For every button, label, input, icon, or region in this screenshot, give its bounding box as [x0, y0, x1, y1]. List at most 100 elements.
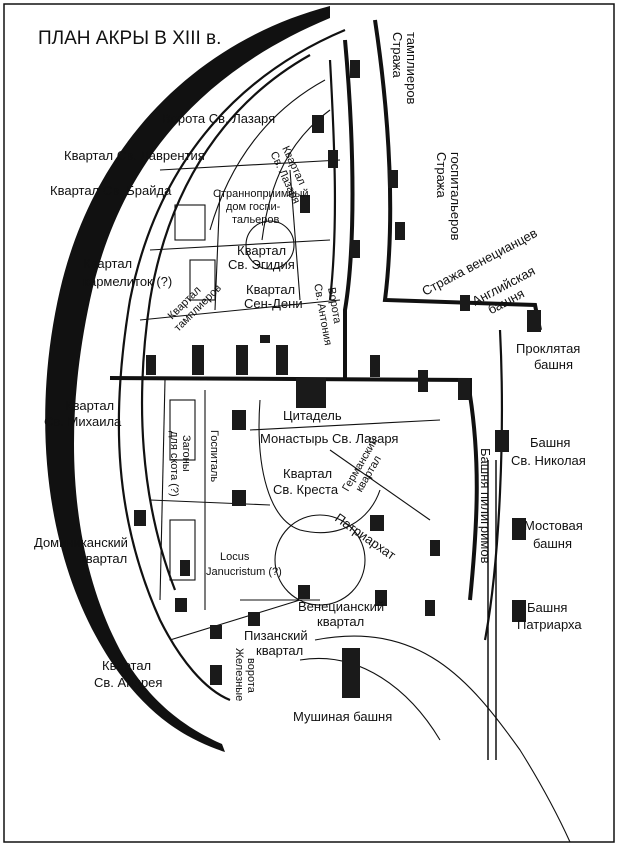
- svg-text:Госпиталь: Госпиталь: [208, 430, 220, 482]
- svg-text:тальеров: тальеров: [232, 214, 280, 226]
- street-8: [258, 399, 381, 534]
- outer-wall-arc: [117, 28, 346, 702]
- label-lazarus-monastery: Монастырь Св. Лазаря: [260, 431, 398, 446]
- block-3: [169, 399, 196, 461]
- svg-text:Сен-Дени: Сен-Дени: [244, 296, 303, 311]
- svg-text:дом госпи-: дом госпи-: [226, 201, 281, 213]
- svg-text:Св. Креста: Св. Креста: [273, 482, 339, 497]
- svg-text:Стража венецианцев: Стража венецианцев: [419, 225, 539, 299]
- label-st-bride-quarter: Квартал Св. Брайда: [50, 183, 172, 198]
- sea-left: [45, 6, 330, 752]
- label-locus-janucristum: Locus Janucristum (?): [206, 551, 282, 578]
- label-cursed-tower: Проклятая башня: [516, 341, 580, 372]
- svg-text:кармелиток (?): кармелиток (?): [83, 274, 172, 289]
- svg-text:госпитальеров: госпитальеров: [448, 152, 463, 241]
- east-wall: [468, 394, 479, 601]
- svg-text:Башня пилигримов: Башня пилигримов: [478, 448, 493, 564]
- svg-text:Квартал: Квартал: [283, 466, 332, 481]
- street-2: [149, 239, 331, 251]
- label-hospital: Госпиталь: [208, 430, 220, 482]
- coastline-harbour: [299, 658, 441, 741]
- svg-text:квартал: квартал: [256, 643, 303, 658]
- street-6: [159, 379, 166, 601]
- svg-text:квартал: квартал: [317, 614, 364, 629]
- label-templar-guard: Стража тамплиеров: [390, 32, 419, 105]
- label-cattle-pens: Загоны для скота (?): [168, 431, 192, 497]
- label-st-michael-quarter: Квартал Св. Михаила: [44, 398, 122, 429]
- map-title: ПЛАН АКРЫ В XIII в.: [38, 28, 221, 49]
- label-st-lazarus-gate: Ворота Св. Лазаря: [162, 111, 275, 126]
- street-3: [139, 299, 341, 321]
- svg-text:Квартал: Квартал: [246, 282, 295, 297]
- street-12: [169, 599, 301, 641]
- label-citadel: Цитадель: [283, 408, 342, 423]
- patriarchate-circle: [274, 514, 366, 606]
- svg-text:Патриархат: Патриархат: [332, 510, 398, 563]
- svg-text:Св. Андрея: Св. Андрея: [94, 675, 162, 690]
- label-st-andrew-quarter: Квартал Св. Андрея: [94, 658, 162, 690]
- svg-text:Патриарха: Патриарха: [517, 617, 582, 632]
- street-9: [249, 419, 441, 431]
- street-1: [159, 159, 341, 171]
- label-st-egidius-quarter: Квартал Св. Эгидия: [228, 243, 295, 272]
- label-dominican-quarter: Доминиканский квартал: [34, 535, 128, 566]
- label-fly-tower: Мушиная башня: [293, 709, 392, 724]
- svg-text:Janucristum (?): Janucristum (?): [206, 566, 282, 578]
- svg-text:Квартал: Квартал: [65, 398, 114, 413]
- map-frame: [3, 3, 615, 843]
- svg-text:Доминиканский: Доминиканский: [34, 535, 128, 550]
- street-11: [149, 499, 271, 506]
- label-pisan-quarter: Пизанский квартал: [244, 628, 308, 658]
- svg-text:Св. Николая: Св. Николая: [511, 453, 586, 468]
- svg-text:Загоны: Загоны: [180, 435, 192, 472]
- svg-text:Св. Михаила: Св. Михаила: [44, 414, 122, 429]
- svg-text:Венецианский: Венецианский: [298, 599, 384, 614]
- svg-text:Стража: Стража: [434, 152, 449, 198]
- label-iron-gate: Железные ворота: [233, 648, 257, 701]
- svg-text:Проклятая: Проклятая: [516, 341, 580, 356]
- svg-text:тамплиеров: тамплиеров: [404, 32, 419, 105]
- label-saint-denis-quarter: Квартал Сен-Дени: [244, 282, 303, 311]
- svg-text:ворота: ворота: [245, 658, 257, 694]
- towers: [134, 60, 541, 698]
- label-st-anthony-gate: Ворота Св. Антония: [311, 283, 343, 347]
- svg-text:квартал: квартал: [80, 551, 127, 566]
- st-anthony-wall-2: [328, 59, 337, 301]
- coastline-right: [314, 635, 571, 843]
- svg-text:Св. Эгидия: Св. Эгидия: [228, 257, 295, 272]
- montmusard-arc-1: [209, 79, 326, 231]
- svg-text:для скота (?): для скота (?): [168, 431, 180, 497]
- svg-text:Железные: Железные: [233, 648, 245, 701]
- label-holy-cross-quarter: Квартал Св. Креста: [273, 466, 339, 497]
- block-4: [169, 519, 196, 581]
- label-st-lawrence-quarter: Квартал Св. Лаврентия: [64, 148, 205, 163]
- label-carmelite-quarter: Квартал кармелиток (?): [83, 256, 172, 289]
- svg-text:башня: башня: [534, 357, 573, 372]
- street-5: [289, 169, 301, 301]
- svg-text:Мостовая: Мостовая: [524, 518, 583, 533]
- svg-text:Квартал: Квартал: [102, 658, 151, 673]
- svg-text:Странноприимный: Странноприимный: [213, 188, 309, 200]
- label-pilgrims-tower: Башня пилигримов: [478, 448, 493, 564]
- egidius-circle: [245, 220, 295, 270]
- street-4: [214, 189, 221, 311]
- label-patriarch-tower: Башня Патриарха: [517, 600, 582, 632]
- svg-text:Башня: Башня: [527, 600, 567, 615]
- label-venetian-quarter: Венецианский квартал: [298, 599, 384, 629]
- svg-text:Квартал: Квартал: [237, 243, 286, 258]
- block-1: [174, 204, 206, 241]
- inner-wall-arc: [140, 54, 311, 591]
- svg-text:башня: башня: [533, 536, 572, 551]
- block-2: [189, 259, 216, 301]
- label-bridge-tower: Мостовая башня: [524, 518, 583, 551]
- svg-text:Башня: Башня: [530, 435, 570, 450]
- svg-text:Locus: Locus: [220, 551, 250, 563]
- label-patriarchate: Патриархат: [332, 510, 398, 563]
- label-st-nicholas-tower: Башня Св. Николая: [511, 435, 586, 468]
- street-10: [329, 449, 431, 521]
- st-anthony-wall: [343, 39, 355, 378]
- label-hospitaller-hospice: Странноприимный дом госпи- тальеров: [213, 188, 309, 226]
- svg-text:Квартал: Квартал: [83, 256, 132, 271]
